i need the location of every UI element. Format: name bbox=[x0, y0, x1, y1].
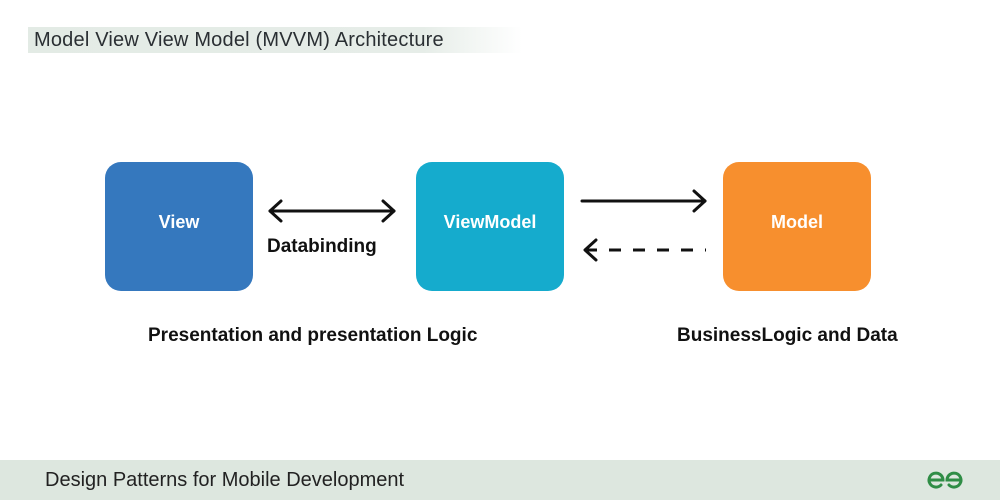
databinding-arrow bbox=[268, 199, 396, 223]
presentation-caption: Presentation and presentation Logic bbox=[148, 325, 478, 346]
page-title: Model View View Model (MVVM) Architectur… bbox=[34, 29, 444, 51]
model-node-label: Model bbox=[771, 212, 823, 232]
viewmodel-node-label: ViewModel bbox=[443, 212, 537, 232]
request-arrow bbox=[580, 189, 707, 213]
footer-text: Design Patterns for Mobile Development bbox=[45, 469, 405, 491]
viewmodel-node: ViewModel bbox=[416, 162, 564, 291]
title-highlight bbox=[28, 27, 522, 53]
footer-bar: Design Patterns for Mobile Development bbox=[0, 460, 1000, 500]
notify-arrow bbox=[583, 238, 706, 262]
databinding-label: Databinding bbox=[267, 236, 377, 257]
model-node: Model bbox=[723, 162, 871, 291]
view-node-label: View bbox=[158, 212, 200, 232]
business-caption: BusinessLogic and Data bbox=[677, 325, 898, 346]
gfg-logo-icon bbox=[927, 471, 963, 489]
view-node: View bbox=[105, 162, 253, 291]
